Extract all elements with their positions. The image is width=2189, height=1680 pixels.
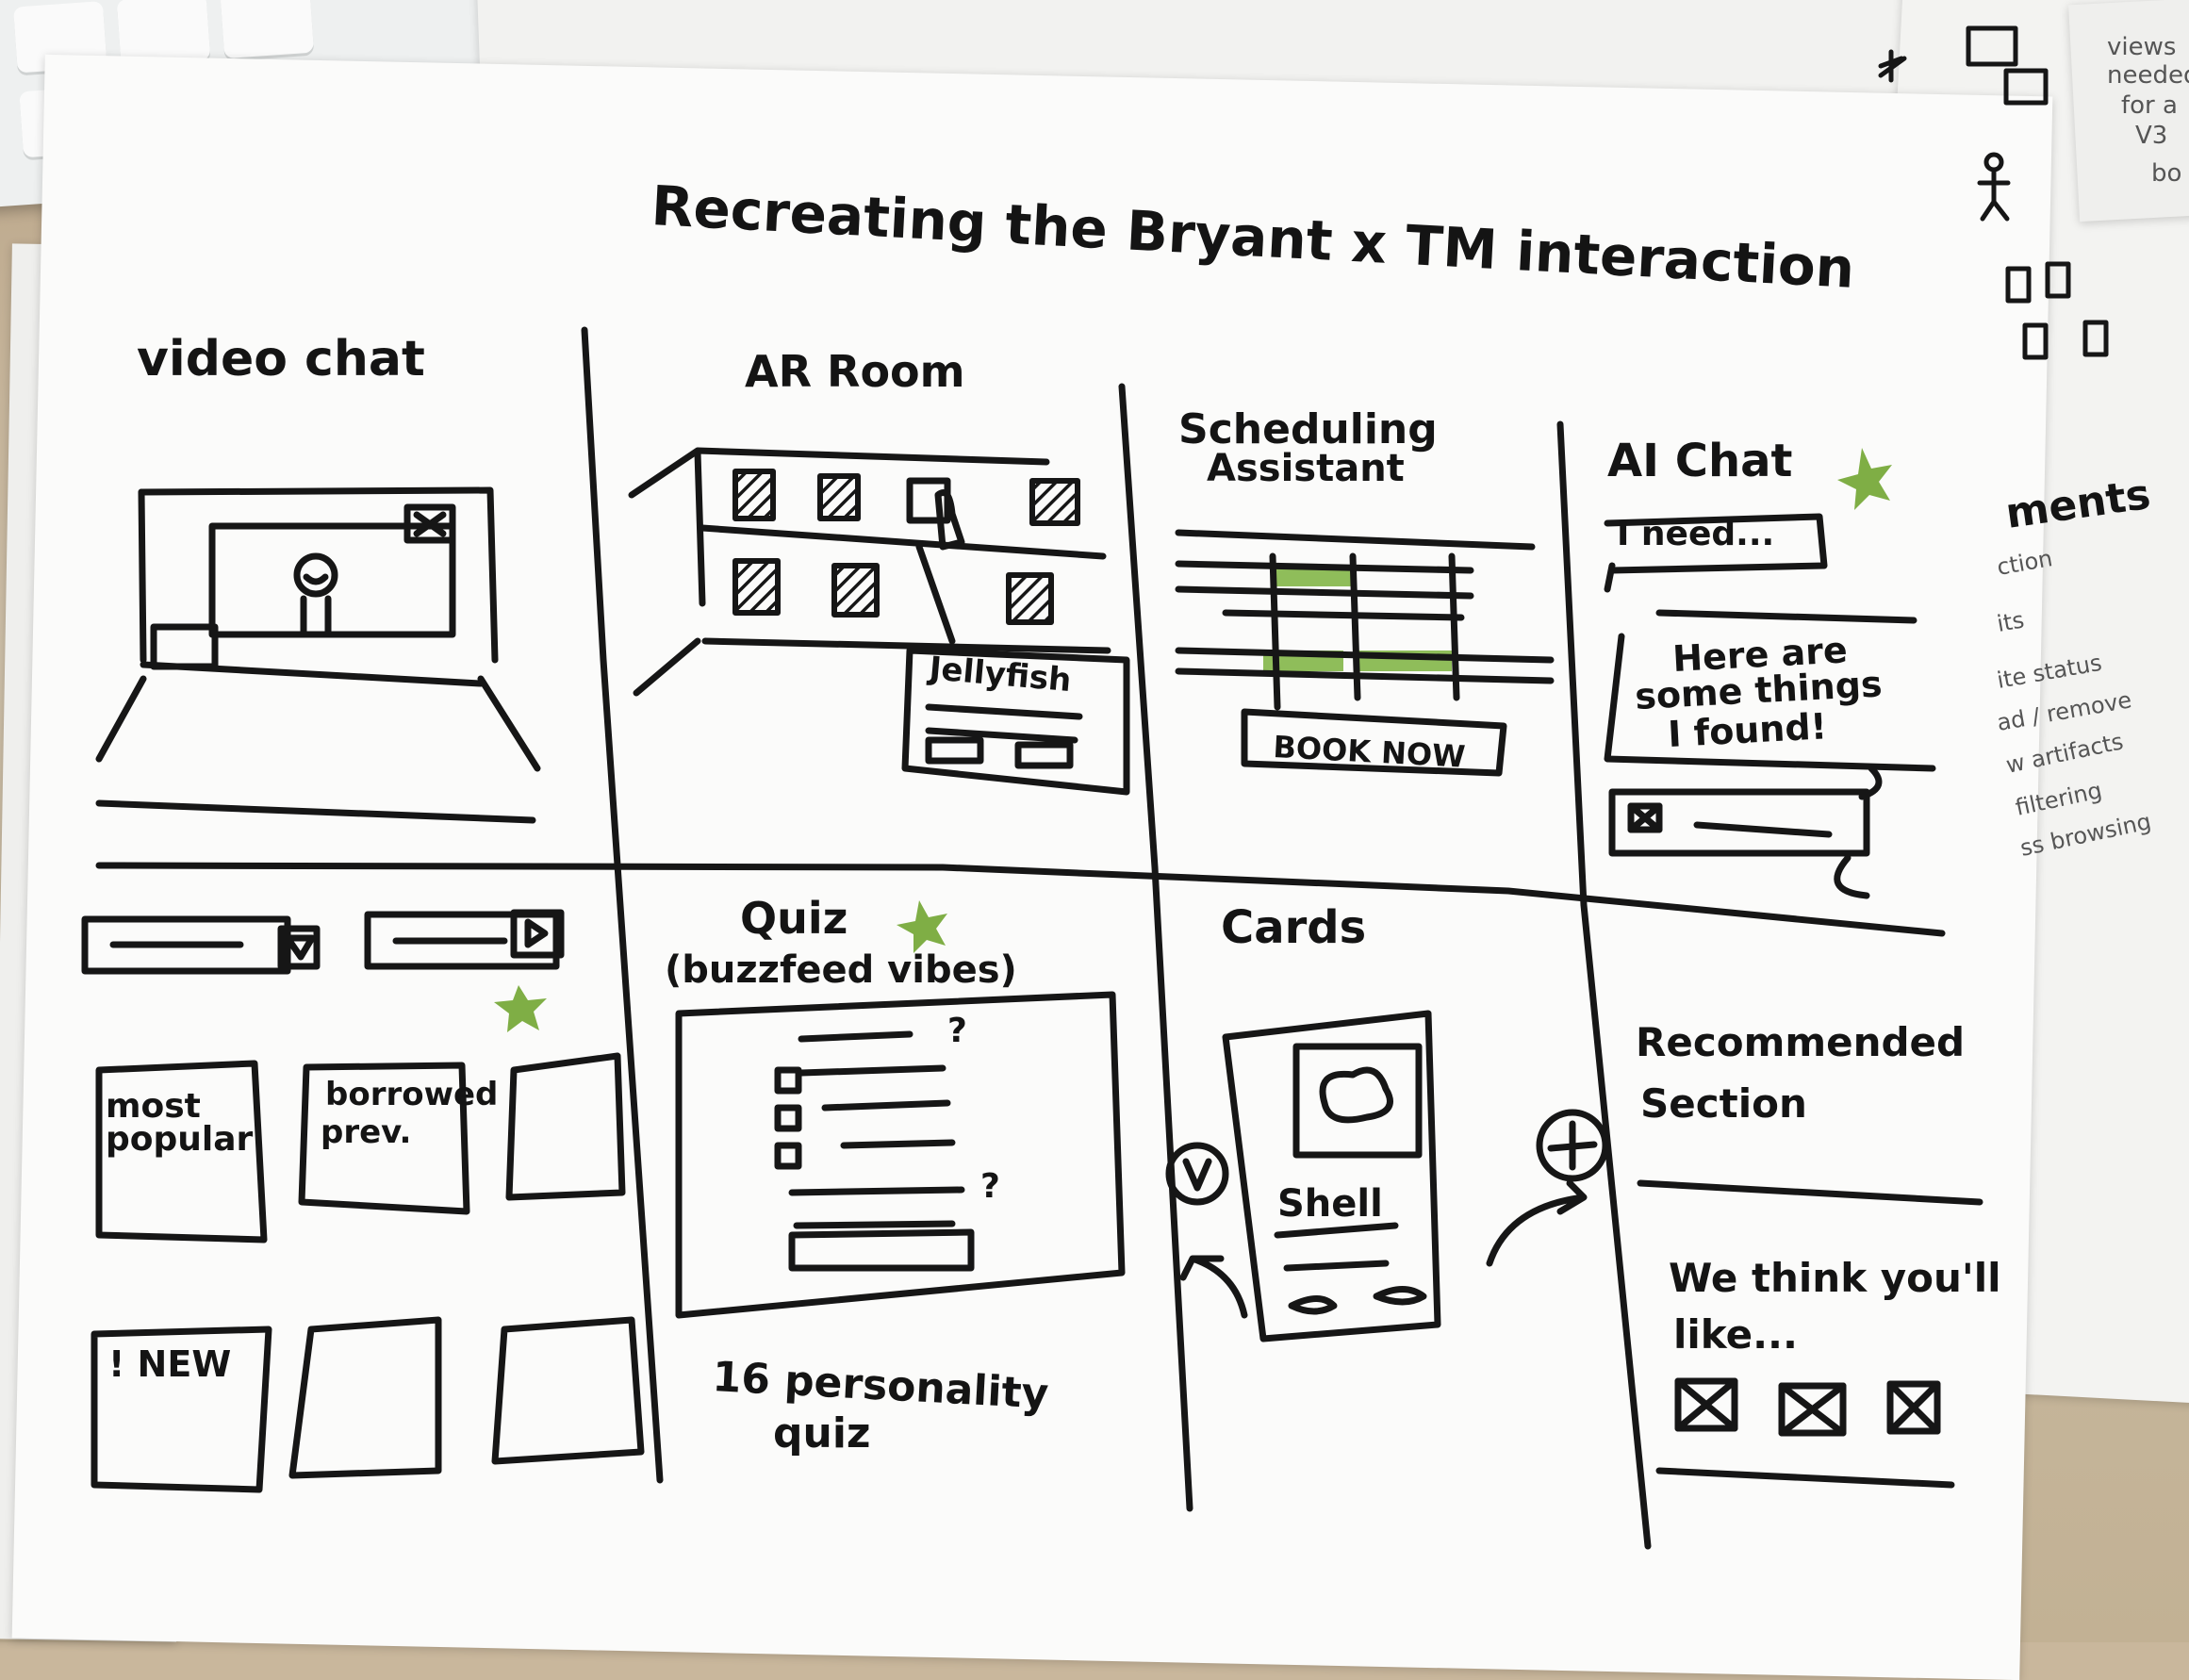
side-note-line: views <box>2107 33 2176 61</box>
grid-lines <box>99 330 1942 1546</box>
borrowed-tile-label: prev. <box>321 1113 411 1151</box>
scheduling-label: Assistant <box>1207 447 1405 490</box>
cards-label: Cards <box>1221 901 1366 954</box>
side-note-line: its <box>1995 606 2026 637</box>
sketch-drawing: views needed for a V3 bo ments ction its… <box>0 0 2189 1642</box>
side-note-heading: ments <box>2002 470 2153 538</box>
side-note-line: needed <box>2107 61 2189 90</box>
quiz-panel: Quiz (buzzfeed vibes) ? ? 16 personality… <box>665 893 1122 1458</box>
ar-room-label: AR Room <box>745 346 965 397</box>
side-note-line: w artifacts <box>2003 728 2125 779</box>
quiz-caption: 16 personality <box>711 1353 1049 1419</box>
quiz-caption: quiz <box>773 1409 871 1458</box>
ai-chat-panel: AI Chat I need... Here are some things I… <box>1607 435 1933 896</box>
recommended-label: Recommended <box>1636 1019 1965 1065</box>
question-mark: ? <box>947 1012 967 1050</box>
recommended-panel: Recommended Section We think you'll like… <box>1636 1019 2001 1485</box>
side-note-line: ction <box>1995 545 2054 581</box>
side-note-line: for a <box>2121 91 2178 120</box>
side-note-line: filtering <box>2013 777 2104 821</box>
cards-panel: Cards Shell <box>1169 901 1605 1339</box>
recommendation-text: We think you'll <box>1669 1255 2001 1301</box>
scheduling-panel: Scheduling Assistant BOOK NOW <box>1178 405 1551 775</box>
side-note-line: bo <box>2151 159 2181 188</box>
browse-panel: most popular borrowed prev. ! NEW <box>85 913 641 1490</box>
ai-chat-label: AI Chat <box>1607 435 1792 487</box>
ar-room-panel: AR Room Jellyfish <box>632 346 1127 792</box>
recommended-label: Section <box>1640 1080 1807 1127</box>
ai-reply-line: I found! <box>1667 705 1828 755</box>
most-popular-tile-label: popular <box>106 1120 254 1159</box>
recommendation-text: like... <box>1673 1311 1798 1358</box>
side-note-line: V3 <box>2135 122 2167 150</box>
card-title: Shell <box>1277 1182 1383 1226</box>
side-note-line: ite status <box>1995 650 2103 694</box>
question-mark: ? <box>980 1167 1000 1206</box>
quiz-label: Quiz <box>740 893 848 944</box>
video-chat-panel: video chat <box>99 331 537 820</box>
video-chat-label: video chat <box>137 331 425 387</box>
sketch-title: Recreating the Bryant x TM interaction <box>650 173 1856 301</box>
ai-prompt-bubble: I need... <box>1617 515 1774 553</box>
quiz-sublabel: (buzzfeed vibes) <box>665 948 1017 992</box>
borrowed-tile-label: borrowed <box>325 1076 498 1113</box>
new-tile-label: ! NEW <box>108 1343 231 1385</box>
side-notes: views needed for a V3 bo ments ction its… <box>1881 28 2189 862</box>
